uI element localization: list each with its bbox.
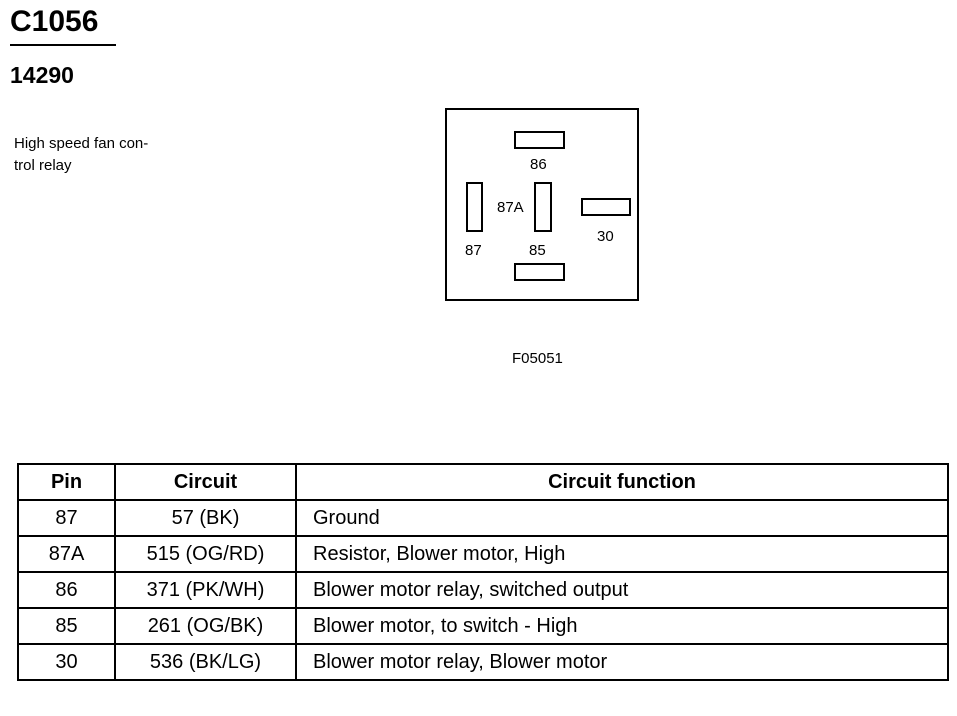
terminal-85 xyxy=(534,182,552,232)
cell-pin: 86 xyxy=(17,571,116,609)
cell-pin: 30 xyxy=(17,643,116,681)
part-number: 14290 xyxy=(10,62,74,88)
pin-label-87: 87 xyxy=(465,242,482,259)
figure-id: F05051 xyxy=(512,350,563,367)
connector-id-underline xyxy=(10,44,116,46)
pin-label-85: 85 xyxy=(529,242,546,259)
table-row: 30 536 (BK/LG) Blower motor relay, Blowe… xyxy=(17,643,949,681)
cell-pin: 85 xyxy=(17,607,116,645)
terminal-86 xyxy=(514,131,565,149)
cell-circuit: 261 (OG/BK) xyxy=(114,607,297,645)
header-circuit-function: Circuit function xyxy=(295,463,949,501)
table-row: 87A 515 (OG/RD) Resistor, Blower motor, … xyxy=(17,535,949,573)
table-row: 87 57 (BK) Ground xyxy=(17,499,949,537)
cell-circuit: 57 (BK) xyxy=(114,499,297,537)
pin-label-87a: 87A xyxy=(497,199,524,216)
table-row: 85 261 (OG/BK) Blower motor, to switch -… xyxy=(17,607,949,645)
terminal-87 xyxy=(466,182,483,232)
terminal-bottom xyxy=(514,263,565,281)
connector-id: C1056 xyxy=(10,5,99,38)
pinout-table: Pin Circuit Circuit function 87 57 (BK) … xyxy=(17,463,949,681)
pin-label-30: 30 xyxy=(597,228,614,245)
cell-function: Blower motor relay, switched output xyxy=(295,571,949,609)
cell-pin: 87A xyxy=(17,535,116,573)
cell-function: Blower motor relay, Blower motor xyxy=(295,643,949,681)
table-row: 86 371 (PK/WH) Blower motor relay, switc… xyxy=(17,571,949,609)
cell-circuit: 536 (BK/LG) xyxy=(114,643,297,681)
cell-circuit: 371 (PK/WH) xyxy=(114,571,297,609)
cell-pin: 87 xyxy=(17,499,116,537)
terminal-30 xyxy=(581,198,631,216)
header-circuit: Circuit xyxy=(114,463,297,501)
connector-face-diagram: 86 87 87A 85 30 xyxy=(445,108,639,301)
pin-label-86: 86 xyxy=(530,156,547,173)
header-pin: Pin xyxy=(17,463,116,501)
cell-function: Resistor, Blower motor, High xyxy=(295,535,949,573)
cell-function: Ground xyxy=(295,499,949,537)
cell-circuit: 515 (OG/RD) xyxy=(114,535,297,573)
table-header-row: Pin Circuit Circuit function xyxy=(17,463,949,501)
cell-function: Blower motor, to switch - High xyxy=(295,607,949,645)
connector-description: High speed fan con- trol relay xyxy=(14,135,149,174)
